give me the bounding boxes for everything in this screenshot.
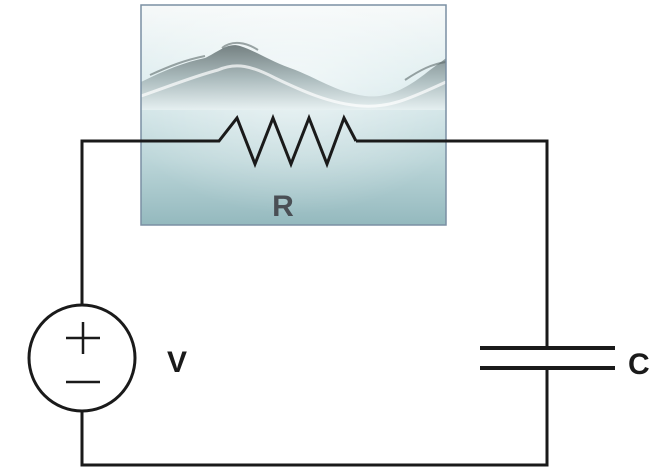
resistor-zigzag — [207, 113, 358, 169]
capacitor-label: C — [628, 348, 650, 381]
wave-spray — [149, 42, 447, 81]
voltage-source-circle — [27, 303, 137, 413]
water-wave-image — [140, 4, 447, 226]
wire-top-left — [80, 139, 207, 305]
wave-crest — [141, 45, 446, 110]
circuit-wires — [80, 139, 549, 467]
capacitor: C — [480, 346, 650, 381]
voltage-source-label: V — [167, 346, 187, 379]
wave-foam — [140, 64, 447, 108]
wire-top-right — [356, 139, 549, 348]
resistor-label: R — [272, 190, 294, 223]
wire-right-lower — [80, 368, 549, 467]
resistor: R — [207, 113, 358, 223]
voltage-source: V — [27, 303, 187, 413]
